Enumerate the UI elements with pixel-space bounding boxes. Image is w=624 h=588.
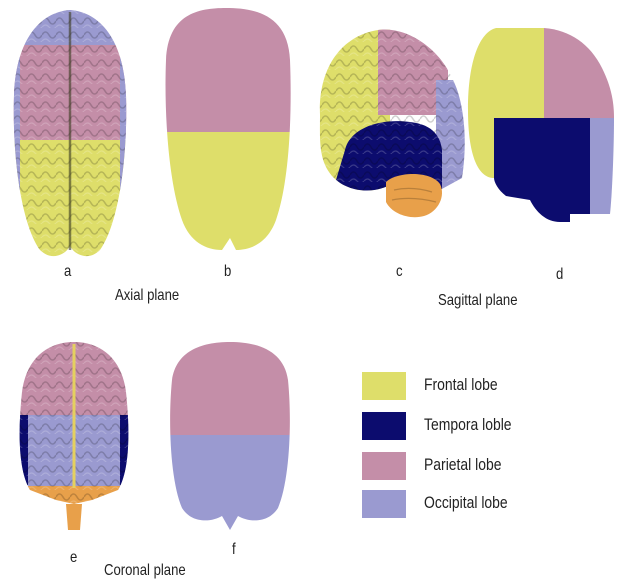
- axial-plane-label: Axial plane: [115, 287, 179, 305]
- legend-swatch-occipital: [362, 490, 406, 518]
- legend-label-frontal: Frontal lobe: [424, 375, 498, 395]
- legend-swatch-frontal: [362, 372, 406, 400]
- axial-schematic-frontal: [150, 132, 310, 262]
- axial-schematic: [150, 0, 310, 262]
- sagittal-cerebellum: [386, 174, 442, 217]
- legend-label-occipital: Occipital lobe: [424, 493, 508, 513]
- legend-label-temporal: Tempora loble: [424, 415, 512, 435]
- coronal-schematic-occipital: [160, 435, 300, 535]
- axial-brain-image: [0, 0, 140, 270]
- coronal-schematic-parietal: [160, 335, 300, 435]
- panel-label-e: e: [70, 549, 77, 567]
- sagittal-schematic-occipital: [590, 118, 614, 214]
- sagittal-brain-image: [300, 20, 480, 217]
- panel-label-a: a: [64, 263, 71, 281]
- sagittal-schematic: [468, 28, 614, 222]
- coronal-schematic: [160, 335, 300, 535]
- legend-label-parietal: Parietal lobe: [424, 455, 502, 475]
- sagittal-schematic-temporal: [494, 118, 590, 222]
- coronal-brainstem: [66, 504, 82, 530]
- axial-schematic-parietal: [150, 0, 310, 132]
- coronal-brain-image: [10, 335, 140, 530]
- panel-label-f: f: [232, 541, 236, 559]
- panel-label-c: c: [396, 263, 403, 281]
- legend-swatch-temporal: [362, 412, 406, 440]
- sagittal-plane-label: Sagittal plane: [438, 292, 518, 310]
- coronal-plane-label: Coronal plane: [104, 562, 186, 580]
- panel-label-b: b: [224, 263, 231, 281]
- legend-swatch-parietal: [362, 452, 406, 480]
- sagittal-schematic-parietal: [544, 28, 614, 118]
- panel-label-d: d: [556, 266, 563, 284]
